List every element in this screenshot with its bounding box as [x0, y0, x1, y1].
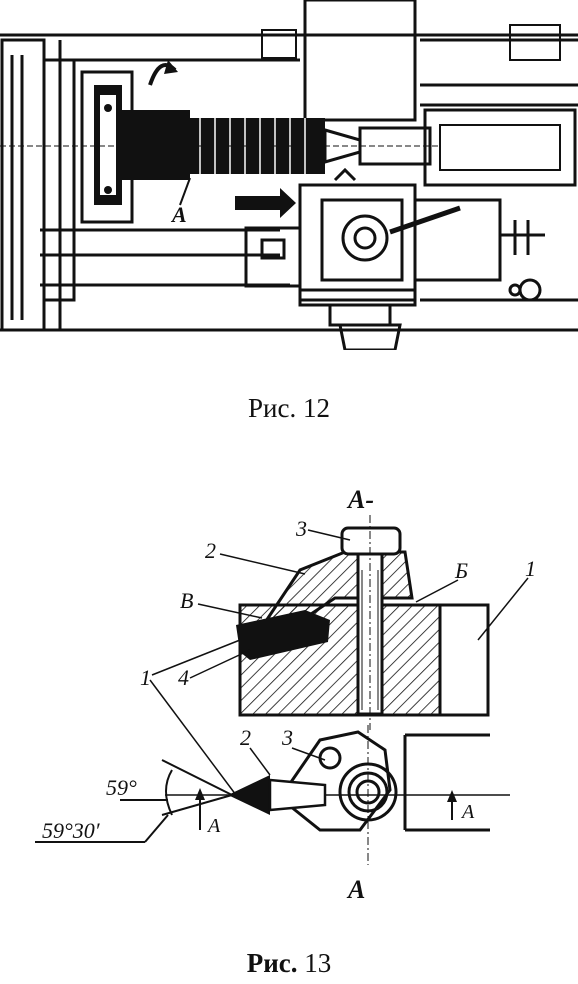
tip-holder — [268, 778, 327, 812]
label-1-left: 1 — [140, 665, 151, 690]
label-2-top: 2 — [205, 538, 216, 563]
caption-13-prefix: Рис. — [246, 948, 298, 978]
label-a: A — [170, 202, 187, 227]
angle-inner: 59° — [106, 775, 137, 800]
section-arrow-left — [195, 788, 205, 830]
caption-13-number: 13 — [304, 948, 332, 978]
panel-box-2 — [509, 24, 561, 61]
label-4: 4 — [178, 665, 189, 690]
caption-12-prefix: Рис. — [248, 393, 297, 423]
figure-12-lathe-drawing: A — [0, 0, 578, 350]
label-3-top: 3 — [295, 516, 307, 541]
angle-outer: 59°30′ — [42, 818, 101, 843]
figure-13-caption: Рис. 13 — [0, 948, 578, 979]
tool-housing-inner — [439, 124, 561, 171]
tool-housing — [423, 108, 577, 187]
workpiece-bellows — [0, 110, 440, 180]
label-3-bottom: 3 — [281, 725, 293, 750]
caption-12-number: 12 — [302, 393, 330, 423]
label-a-arrow-right: A — [460, 801, 475, 823]
plan-view — [165, 725, 510, 865]
label-v-cyr: В — [180, 588, 193, 613]
label-2-bottom: 2 — [240, 725, 251, 750]
label-a-bottom: A — [346, 875, 365, 904]
cutting-tip — [228, 775, 270, 815]
section-title: A- — [346, 485, 374, 514]
label-b-cyr: Б — [454, 558, 468, 583]
angle-dimensions — [35, 759, 233, 843]
label-a-arrow-left: A — [206, 815, 221, 837]
panel-box-1 — [261, 29, 297, 59]
label-1-top: 1 — [525, 556, 536, 581]
bolt-part-3 — [340, 515, 402, 730]
feed-arrow — [235, 188, 296, 218]
carriage — [244, 167, 545, 350]
tailstock-column — [303, 0, 417, 122]
section-arrow-right — [447, 790, 457, 820]
insert-part-4 — [236, 610, 330, 660]
figure-12-caption: Рис. 12 — [0, 393, 578, 424]
figure-13-drawing: A- 3 2 В Б 1 1 4 — [35, 485, 536, 904]
